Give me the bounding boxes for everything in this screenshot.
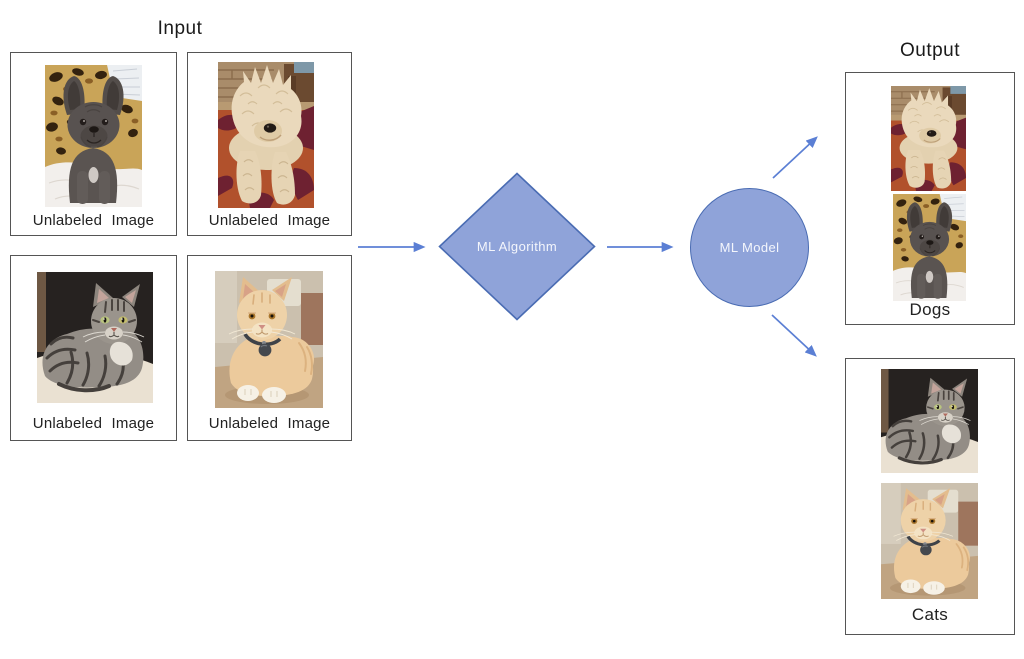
cats-label: Cats bbox=[911, 605, 949, 624]
unlabeled-image-label: Unlabeled Image bbox=[32, 415, 155, 432]
input-title: Input bbox=[157, 18, 203, 39]
unlabeled-image-label: Unlabeled Image bbox=[208, 415, 331, 432]
ml-algorithm-label: ML Algorithm bbox=[476, 239, 558, 254]
ml-model-node: ML Model bbox=[690, 188, 809, 307]
output-box-dogs: Dogs bbox=[845, 72, 1015, 325]
french-bulldog-photo bbox=[45, 65, 142, 207]
ml-model-label: ML Model bbox=[719, 240, 780, 255]
unlabeled-image-label: Unlabeled Image bbox=[208, 212, 331, 229]
orange-cat-photo bbox=[215, 271, 323, 408]
output-box-cats: Cats bbox=[845, 358, 1015, 635]
gray-tabby-photo bbox=[881, 369, 978, 473]
input-box-2: Unlabeled Image bbox=[187, 52, 352, 236]
ml-algorithm-node: ML Algorithm bbox=[437, 171, 597, 322]
dogs-label: Dogs bbox=[909, 300, 951, 319]
output-title: Output bbox=[899, 40, 961, 61]
diamond-shape bbox=[438, 172, 596, 321]
unlabeled-image-label: Unlabeled Image bbox=[32, 212, 155, 229]
input-box-1: Unlabeled Image bbox=[10, 52, 177, 236]
input-box-3: Unlabeled Image bbox=[10, 255, 177, 441]
input-box-4: Unlabeled Image bbox=[187, 255, 352, 441]
cream-doodle-photo bbox=[218, 62, 314, 208]
french-bulldog-photo bbox=[893, 194, 966, 301]
arrow-model-to-cats bbox=[771, 314, 817, 357]
orange-cat-photo bbox=[881, 483, 978, 599]
arrow-model-to-dogs bbox=[772, 136, 818, 179]
cream-doodle-photo bbox=[891, 86, 966, 191]
gray-tabby-photo bbox=[37, 272, 153, 403]
